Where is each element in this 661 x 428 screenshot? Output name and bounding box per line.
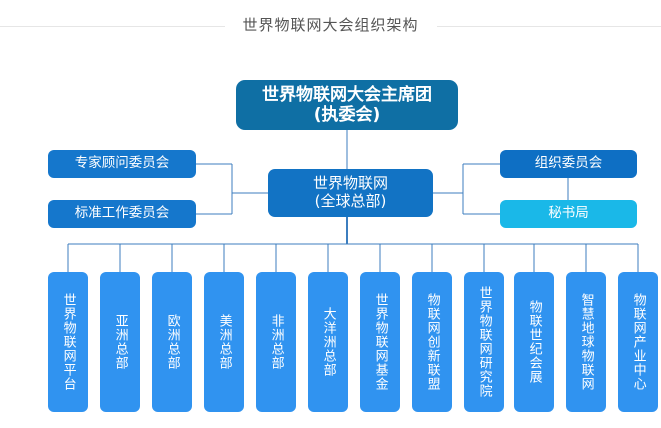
node-secretariat[interactable]: 秘书局 [500,200,637,228]
node-africa-headquarters[interactable]: 非洲总部 [256,272,296,412]
node-smart-earth-iot[interactable]: 智慧地球物联网 [566,272,606,412]
node-oceania-headquarters[interactable]: 大洋洲总部 [308,272,348,412]
node-iot-platform[interactable]: 世界物联网平台 [48,272,88,412]
node-expert-advisory-committee[interactable]: 专家顾问委员会 [48,150,196,178]
node-standards-working-committee[interactable]: 标准工作委员会 [48,200,196,228]
node-chairman-presidium[interactable]: 世界物联网大会主席团 (执委会) [236,80,458,130]
node-iot-fund[interactable]: 世界物联网基金 [360,272,400,412]
node-global-headquarters[interactable]: 世界物联网 (全球总部) [268,169,433,217]
node-iot-century-expo[interactable]: 物联世纪会展 [514,272,554,412]
node-iot-research-institute[interactable]: 世界物联网研究院 [464,272,504,412]
node-iot-innovation-alliance[interactable]: 物联网创新联盟 [412,272,452,412]
node-europe-headquarters[interactable]: 欧洲总部 [152,272,192,412]
node-organizing-committee[interactable]: 组织委员会 [500,150,637,178]
title-divider-right [436,25,661,27]
node-america-headquarters[interactable]: 美洲总部 [204,272,244,412]
node-iot-industry-center[interactable]: 物联网产业中心 [618,272,658,412]
title-divider-left [0,25,225,27]
page-header: 世界物联网大会组织架构 [0,0,661,50]
node-asia-headquarters[interactable]: 亚洲总部 [100,272,140,412]
page-title: 世界物联网大会组织架构 [242,15,419,34]
